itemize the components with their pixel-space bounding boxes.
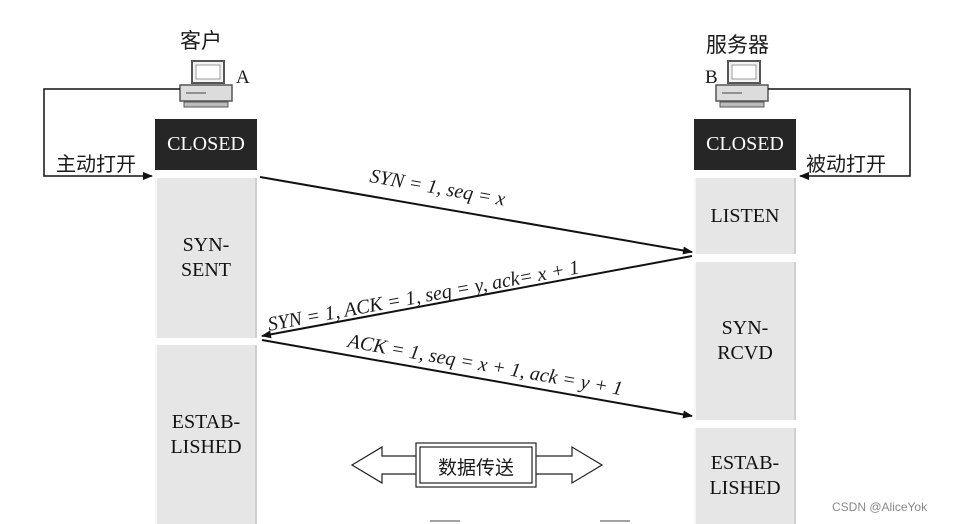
server-computer-icon: [715, 60, 769, 108]
state-line: RCVD: [717, 342, 773, 364]
server-closed-label: CLOSED: [706, 133, 784, 155]
data-transfer-label: 数据传送: [437, 457, 514, 479]
watermark: CSDN @AliceYok: [832, 500, 928, 514]
server-closed-state: CLOSED: [694, 119, 796, 170]
state-line: LISHED: [709, 477, 781, 499]
ack-arrow: [261, 339, 693, 419]
server-state-established: ESTAB- LISHED: [694, 428, 796, 524]
state-line: SENT: [181, 259, 231, 281]
client-host-label: A: [236, 67, 250, 88]
client-closed-state: CLOSED: [155, 119, 257, 170]
syn-ack-arrow: [261, 255, 693, 339]
client-computer-icon: [179, 60, 233, 108]
state-line: SYN-: [721, 317, 769, 339]
client-open-label: 主动打开: [56, 154, 136, 176]
state-line: ESTAB-: [171, 410, 241, 433]
server-state-listen: LISTEN: [694, 178, 796, 254]
state-line: LISHED: [170, 435, 242, 458]
client-state-established: ESTAB- LISHED: [155, 345, 257, 524]
client-closed-label: CLOSED: [167, 133, 245, 155]
server-host-label: B: [705, 67, 718, 88]
server-title: 服务器: [706, 33, 769, 57]
server-state-syn-rcvd: SYN- RCVD: [694, 262, 796, 420]
client-state-syn-sent: SYN- SENT: [155, 178, 257, 338]
state-line: SYN-: [182, 234, 230, 256]
state-line: ESTAB-: [710, 452, 780, 474]
client-title: 客户: [180, 29, 222, 53]
state-line: LISTEN: [710, 204, 780, 227]
client-open-loop-arrow: [43, 88, 180, 180]
server-open-loop-arrow: [768, 88, 911, 180]
syn-arrow: [259, 176, 693, 255]
server-open-label: 被动打开: [806, 154, 886, 176]
